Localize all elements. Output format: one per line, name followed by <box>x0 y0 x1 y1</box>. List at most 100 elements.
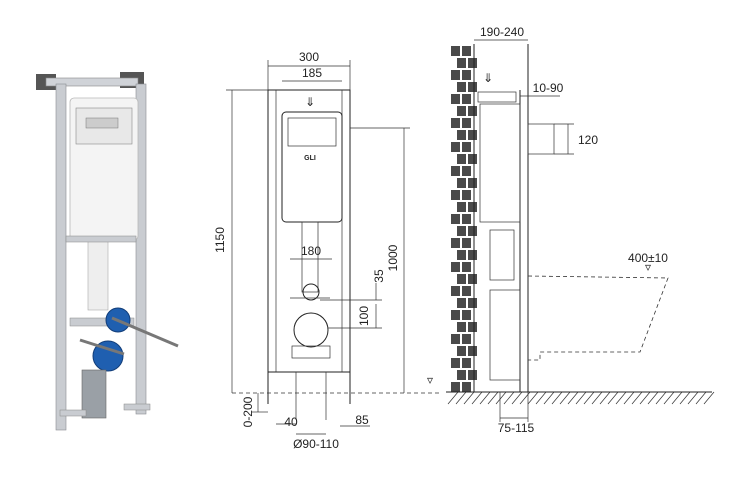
brick <box>457 346 466 356</box>
side-drain-pipe <box>489 289 521 381</box>
hatch-line <box>591 391 603 405</box>
front-flush-pipe <box>301 221 319 293</box>
frame-post-right <box>135 83 147 415</box>
brick <box>451 334 460 344</box>
brick <box>462 142 471 152</box>
brick <box>468 274 477 284</box>
floor-hatching <box>447 391 715 405</box>
hatch-line <box>503 391 515 405</box>
brick <box>468 154 477 164</box>
hatch-line <box>583 391 595 405</box>
mid-rail <box>65 235 137 243</box>
brick <box>462 166 471 176</box>
hatch-line <box>623 391 635 405</box>
brick <box>462 214 471 224</box>
brick <box>457 106 466 116</box>
hatch-line <box>511 391 523 405</box>
hatch-line <box>455 391 467 405</box>
dim-drain-diameter: Ø90-110 <box>293 437 339 451</box>
hatch-line <box>559 391 571 405</box>
hatch-line <box>527 391 539 405</box>
side-inlet-pipe <box>527 123 555 155</box>
brick <box>457 130 466 140</box>
brick-wall <box>451 46 477 392</box>
brick <box>451 358 460 368</box>
brick <box>468 130 477 140</box>
front-cistern <box>281 111 343 223</box>
hatch-line <box>679 391 691 405</box>
hatch-line <box>647 391 659 405</box>
hatch-line <box>639 391 651 405</box>
brick <box>451 118 460 128</box>
brick <box>457 250 466 260</box>
hatch-line <box>599 391 611 405</box>
hatch-line <box>487 391 499 405</box>
fixing-rod-lower <box>79 338 125 356</box>
dim-bowl-height: 400±10 <box>628 251 668 265</box>
hatch-line <box>671 391 683 405</box>
brick <box>457 370 466 380</box>
drain-cap-icon <box>92 340 124 372</box>
foot-left <box>59 409 87 417</box>
dim-width-outer: 300 <box>299 50 319 64</box>
brick <box>451 142 460 152</box>
brick <box>451 238 460 248</box>
brick <box>462 190 471 200</box>
hatch-line <box>631 391 643 405</box>
front-drain <box>293 312 329 348</box>
brick <box>468 58 477 68</box>
hatch-line <box>551 391 563 405</box>
brick <box>462 310 471 320</box>
brick <box>457 58 466 68</box>
brick <box>451 382 460 392</box>
brick <box>457 226 466 236</box>
dim-height-outlet: 1000 <box>386 244 400 271</box>
hatch-line <box>479 391 491 405</box>
brick <box>451 214 460 224</box>
brick <box>462 46 471 56</box>
hatch-line <box>495 391 507 405</box>
brick <box>457 154 466 164</box>
brick <box>462 70 471 80</box>
brick <box>451 94 460 104</box>
dim-depth: 190-240 <box>480 25 524 39</box>
dim-offset-35: 35 <box>372 269 386 283</box>
brick <box>462 358 471 368</box>
front-view: ⇓ GLI 300 185 1150 1000 <box>213 50 440 451</box>
hatch-line <box>655 391 667 405</box>
brick <box>468 250 477 260</box>
foot-right <box>123 403 151 411</box>
brick <box>468 82 477 92</box>
hatch-line <box>447 391 459 405</box>
dim-height-total: 1150 <box>213 227 227 253</box>
brick <box>462 94 471 104</box>
brick <box>468 346 477 356</box>
flush-pipe <box>87 239 109 311</box>
floor-level-marker-icon: ▿ <box>427 373 433 387</box>
cistern-logo: GLI <box>304 155 316 162</box>
brick <box>462 382 471 392</box>
brick <box>462 334 471 344</box>
brick <box>451 310 460 320</box>
front-frame-outline <box>267 89 351 373</box>
dim-width-inner: 185 <box>302 66 322 80</box>
brick <box>457 82 466 92</box>
brick <box>451 190 460 200</box>
brick <box>451 286 460 296</box>
brick <box>451 166 460 176</box>
brick <box>451 46 460 56</box>
dim-pipe-120: 120 <box>578 133 598 147</box>
hatch-line <box>687 391 699 405</box>
hatch-line <box>607 391 619 405</box>
brick <box>451 70 460 80</box>
dim-floor-offset: 75-115 <box>498 421 535 435</box>
brick <box>462 238 471 248</box>
brick <box>462 118 471 128</box>
side-view: ⇓ ▿ 190-240 10-90 120 400±10 75-115 ▿ <box>427 25 715 435</box>
hatch-line <box>519 391 531 405</box>
hatch-line <box>575 391 587 405</box>
toilet-bowl-outline <box>527 275 669 361</box>
fixing-rod-upper <box>111 316 179 348</box>
